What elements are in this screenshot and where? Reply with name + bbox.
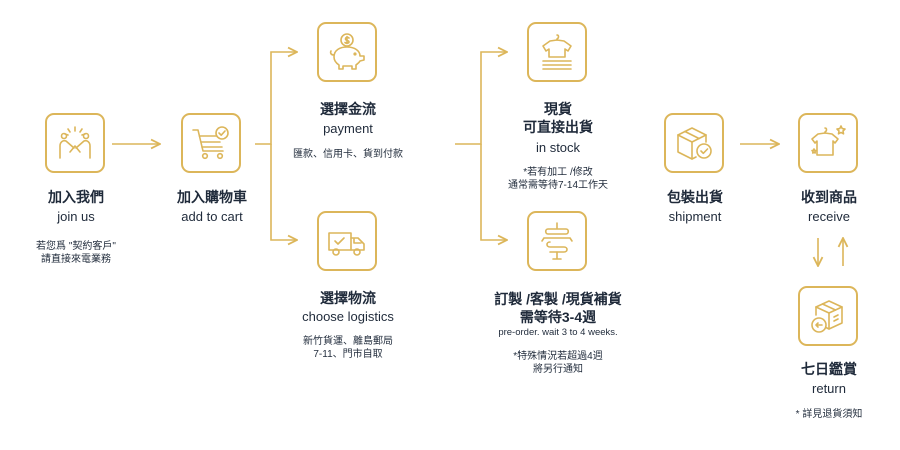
- return-title-en: return: [812, 381, 846, 396]
- join-title-en: join us: [57, 209, 95, 224]
- return-box-icon: [811, 300, 843, 333]
- preorder-note-1: *特殊情況若超過4週: [513, 351, 603, 362]
- handshake-icon: [59, 126, 91, 159]
- preorder-icon-box: [527, 211, 587, 271]
- cart-label: 加入購物車 add to cart: [177, 188, 247, 226]
- instock-note-2: 通常需等待7-14工作天: [507, 180, 609, 191]
- cart-title-en: add to cart: [181, 209, 243, 224]
- join-icon-box: [45, 113, 105, 173]
- instock-icon-box: [527, 22, 587, 82]
- receive-title-zh: 收到商品: [801, 189, 857, 205]
- payment-note: 匯款、信用卡、貨到付款: [293, 149, 403, 160]
- logistics-title-en: choose logistics: [302, 309, 394, 324]
- receive-title-en: receive: [808, 209, 850, 224]
- payment-icon-box: [317, 22, 377, 82]
- branch-to-instock: [455, 52, 507, 145]
- piggy-bank-icon: [329, 33, 365, 70]
- instock-label: 現貨 可直接出貨 in stock *若有加工 /修改 通常需等待7-14工作天: [508, 100, 608, 192]
- return-label: 七日鑑賞 return * 詳見退貨須知: [796, 360, 863, 421]
- shirt-star-icon: [811, 125, 846, 156]
- shipment-label: 包裝出貨 shipment: [667, 188, 723, 226]
- logistics-note-2: 7-11、門市自取: [313, 349, 383, 360]
- instock-title-en: in stock: [535, 140, 581, 155]
- shipment-title-en: shipment: [668, 209, 722, 224]
- preorder-label: 訂製 /客製 /現貨補貨 需等待3-4週 pre-order. wait 3 t…: [494, 290, 622, 376]
- payment-label: 選擇金流 payment 匯款、信用卡、貨到付款: [293, 100, 403, 161]
- branch-to-logistics: [270, 144, 297, 240]
- logistics-title-zh: 選擇物流: [320, 290, 376, 306]
- branch-cart-to-payment-logistics: [255, 52, 297, 145]
- delivery-truck-icon: [328, 232, 365, 256]
- cart-icon-box: [181, 113, 241, 173]
- preorder-note-2: 將另行通知: [533, 364, 583, 375]
- shipment-title-zh: 包裝出貨: [667, 189, 723, 205]
- instock-title-zh-1: 現貨: [543, 101, 572, 117]
- return-note: * 詳見退貨須知: [795, 409, 863, 420]
- join-note-2: 請直接來電業務: [40, 254, 111, 265]
- receive-label: 收到商品 receive: [801, 188, 857, 226]
- instock-title-zh-2: 可直接出貨: [522, 119, 593, 135]
- join-title-zh: 加入我們: [47, 189, 104, 205]
- instock-note-1: *若有加工 /修改: [523, 167, 593, 178]
- fabric-roll-icon: [541, 222, 573, 260]
- return-icon-box: [798, 286, 858, 346]
- payment-title-en: payment: [323, 121, 373, 136]
- shirt-stack-icon: [542, 34, 572, 70]
- join-note-1: 若您爲 "契約客戶": [36, 241, 116, 252]
- join-label: 加入我們 join us 若您爲 "契約客戶" 請直接來電業務: [36, 188, 116, 266]
- logistics-note-1: 新竹貨運、離島郵局: [303, 336, 393, 347]
- branch-to-preorder: [480, 144, 507, 240]
- logistics-icon-box: [317, 211, 377, 271]
- return-title-zh: 七日鑑賞: [800, 361, 857, 377]
- preorder-title-zh-1: 訂製 /客製 /現貨補貨: [494, 291, 622, 307]
- shipment-icon-box: [664, 113, 724, 173]
- preorder-title-zh-2: 需等待3-4週: [519, 309, 597, 325]
- payment-title-zh: 選擇金流: [320, 101, 376, 117]
- logistics-label: 選擇物流 choose logistics 新竹貨運、離島郵局 7-11、門市自…: [302, 289, 394, 361]
- package-check-icon: [677, 127, 712, 160]
- receive-icon-box: [798, 113, 858, 173]
- preorder-title-en: pre-order. wait 3 to 4 weeks.: [498, 327, 618, 338]
- cart-title-zh: 加入購物車: [177, 189, 247, 205]
- shopping-cart-icon: [192, 126, 229, 160]
